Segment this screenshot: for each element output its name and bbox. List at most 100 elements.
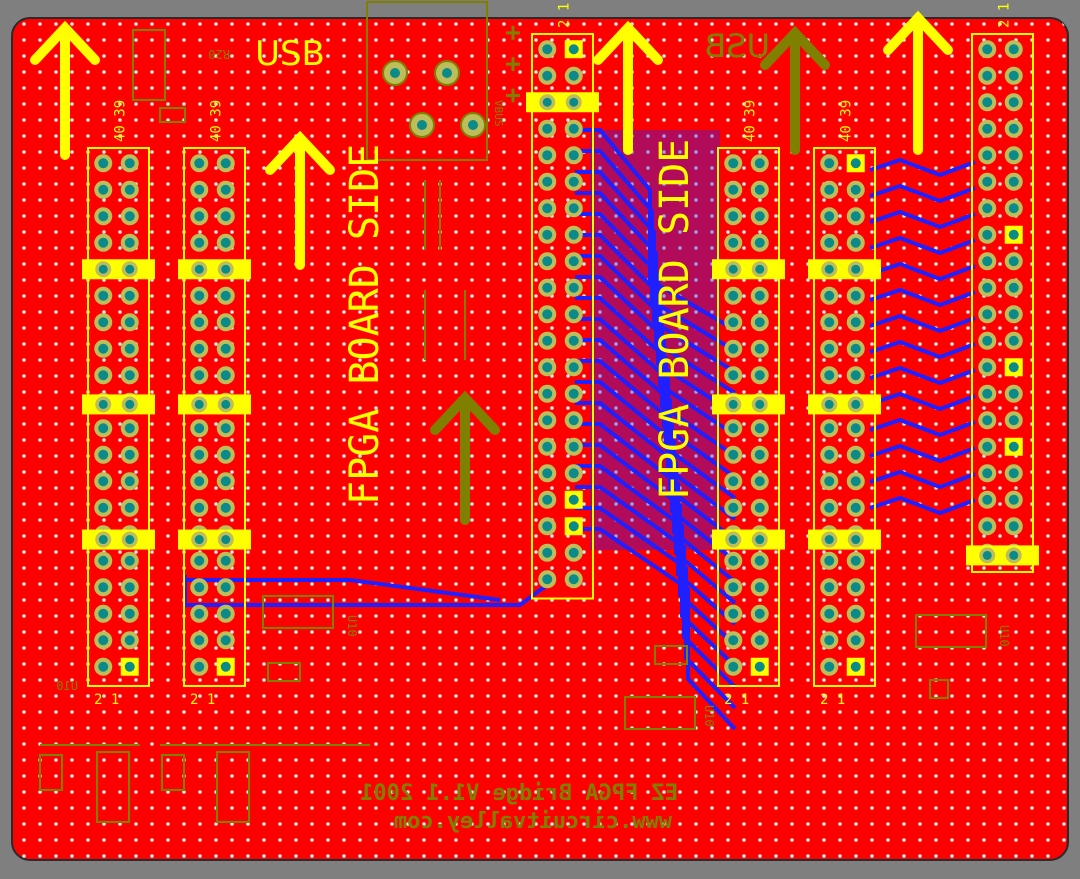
pin-header-left-a[interactable]: 40 392 1	[82, 100, 155, 708]
pin-drill	[194, 370, 205, 381]
pin-drill	[124, 635, 135, 646]
header-keep-band	[808, 529, 881, 550]
pin-drill	[124, 608, 135, 619]
pin-drill	[1008, 203, 1019, 214]
pin-drill	[98, 237, 109, 248]
pin-header-right[interactable]: 2 1	[966, 3, 1039, 573]
header-keep-band	[808, 259, 881, 280]
header-keep-band	[82, 529, 155, 550]
header-keep-band	[712, 394, 785, 415]
credit-line-1: EZ FPGA Bridge V1.1 2001	[360, 781, 678, 806]
pin-drill	[850, 158, 861, 169]
pin-drill	[568, 574, 579, 585]
header-keep-band	[82, 259, 155, 280]
pin-drill	[220, 582, 231, 593]
pin-drill	[98, 184, 109, 195]
pin-drill	[1008, 123, 1019, 134]
credit-line-2: www.circuitvalley.com	[394, 809, 672, 834]
pin-header-center[interactable]: 2 1	[526, 3, 599, 600]
pin-drill	[982, 256, 993, 267]
pin-header-mid-b[interactable]: 40 392 1	[808, 100, 881, 708]
pin-drill	[728, 158, 739, 169]
header-keep-band	[712, 259, 785, 280]
pin-drill	[824, 211, 835, 222]
pin-drill	[754, 555, 765, 566]
pin-drill	[194, 502, 205, 513]
pin-headers: 40 392 1 40 392 1 40 392 1 40 392 1 2 1 2 1	[82, 3, 1039, 708]
pin-drill	[754, 635, 765, 646]
header-keep-band	[808, 394, 881, 415]
pin-drill	[220, 661, 231, 672]
pin-drill	[850, 423, 861, 434]
pin-drill	[728, 290, 739, 301]
pin-drill	[824, 184, 835, 195]
pin-drill	[850, 582, 861, 593]
pin-drill	[754, 343, 765, 354]
pin-drill	[754, 237, 765, 248]
pin-drill	[824, 582, 835, 593]
pin-drill	[98, 317, 109, 328]
pin-drill	[850, 502, 861, 513]
pin-label-top: 2 1	[997, 3, 1013, 28]
pin-drill	[728, 476, 739, 487]
pin-drill	[124, 158, 135, 169]
pin-drill	[124, 290, 135, 301]
pin-drill	[850, 290, 861, 301]
pin-drill	[568, 203, 579, 214]
pin-drill	[850, 343, 861, 354]
pin-drill	[220, 502, 231, 513]
pin-drill	[220, 343, 231, 354]
pin-drill	[98, 476, 109, 487]
ref-u10c: U10	[702, 705, 716, 727]
pin-drill	[728, 370, 739, 381]
header-keep-band	[178, 259, 251, 280]
pin-drill	[982, 388, 993, 399]
pin-drill	[1008, 362, 1019, 373]
pin-drill	[754, 158, 765, 169]
pin-label-top: 40 39	[839, 100, 855, 142]
pin-drill	[982, 123, 993, 134]
pin-drill	[754, 423, 765, 434]
pin-drill	[568, 362, 579, 373]
pin-drill	[194, 158, 205, 169]
pin-header-mid-a[interactable]: 40 392 1	[712, 100, 785, 708]
pin-drill	[728, 184, 739, 195]
pin-drill	[542, 70, 553, 81]
pin-drill	[568, 150, 579, 161]
pin-drill	[542, 574, 553, 585]
pin-drill	[542, 44, 553, 55]
pin-drill	[850, 370, 861, 381]
pin-drill	[98, 343, 109, 354]
pin-drill	[982, 44, 993, 55]
pin-drill	[98, 608, 109, 619]
pin-drill	[982, 150, 993, 161]
bottom-layer-traces	[183, 128, 976, 731]
pin-drill	[542, 282, 553, 293]
pin-label-top: 40 39	[113, 100, 129, 142]
pin-drill	[568, 229, 579, 240]
pin-drill	[194, 582, 205, 593]
pin-drill	[194, 211, 205, 222]
pin-drill	[568, 521, 579, 532]
pin-drill	[1008, 441, 1019, 452]
pin-drill	[824, 635, 835, 646]
pin-drill	[1008, 468, 1019, 479]
pin-header-left-b[interactable]: 40 392 1	[178, 100, 251, 708]
usb-label: USB	[255, 34, 325, 74]
pin-drill	[728, 635, 739, 646]
pin-label-top: 2 1	[557, 3, 573, 28]
pin-drill	[1008, 521, 1019, 532]
pin-drill	[824, 370, 835, 381]
fpga-side-label-right: FPGA BOARD SIDE	[652, 139, 698, 500]
component-outlines	[39, 29, 987, 823]
pin-drill	[982, 441, 993, 452]
pin-drill	[754, 608, 765, 619]
pin-drill	[220, 237, 231, 248]
ref-u10d: U10	[56, 679, 78, 693]
pin-drill	[98, 661, 109, 672]
pin-drill	[1008, 229, 1019, 240]
pin-drill	[850, 608, 861, 619]
pin-drill	[728, 317, 739, 328]
pin-drill	[98, 555, 109, 566]
